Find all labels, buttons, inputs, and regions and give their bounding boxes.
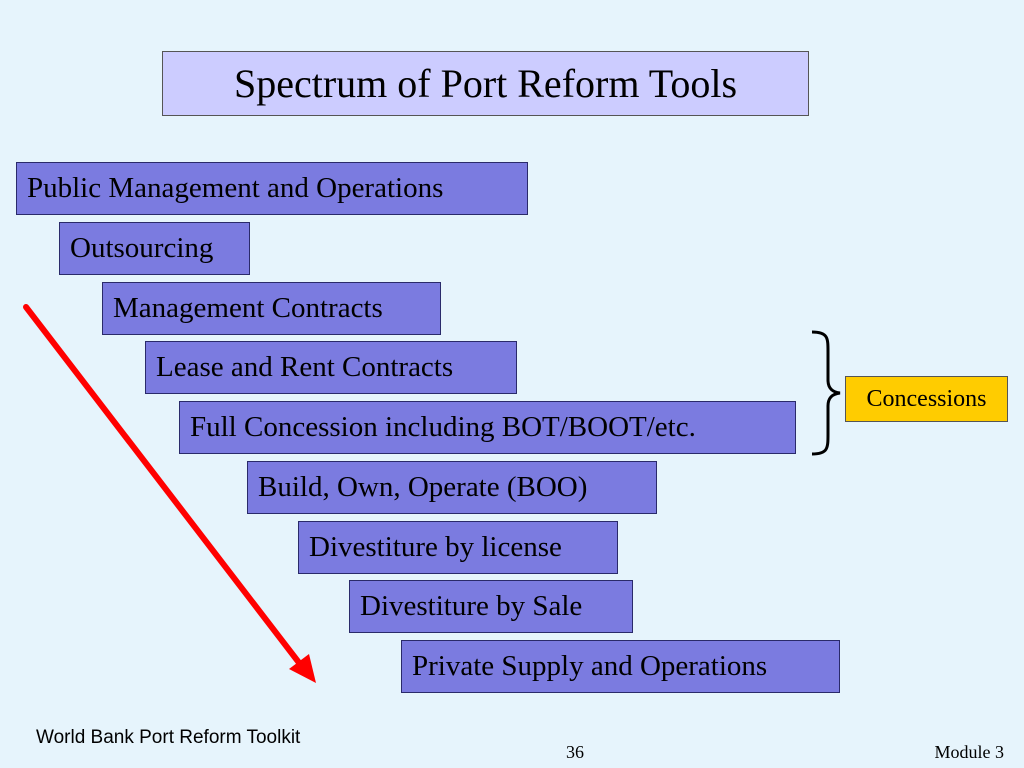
concessions-label: Concessions: [845, 376, 1008, 422]
step-outsourcing: Outsourcing: [59, 222, 250, 275]
right-brace-icon: [811, 330, 841, 456]
step-boo: Build, Own, Operate (BOO): [247, 461, 657, 514]
step-private-supply: Private Supply and Operations: [401, 640, 840, 693]
step-divestiture-sale: Divestiture by Sale: [349, 580, 633, 633]
footer-page-number: 36: [566, 742, 584, 762]
step-full-concession: Full Concession including BOT/BOOT/etc.: [179, 401, 796, 454]
slide-title: Spectrum of Port Reform Tools: [162, 51, 809, 116]
footer-toolkit-name: World Bank Port Reform Toolkit: [36, 727, 301, 748]
step-divestiture-license: Divestiture by license: [298, 521, 618, 574]
step-management-contracts: Management Contracts: [102, 282, 441, 335]
step-lease-rent-contracts: Lease and Rent Contracts: [145, 341, 517, 394]
footer-module: Module 3: [934, 742, 1005, 762]
step-public-management: Public Management and Operations: [16, 162, 528, 215]
